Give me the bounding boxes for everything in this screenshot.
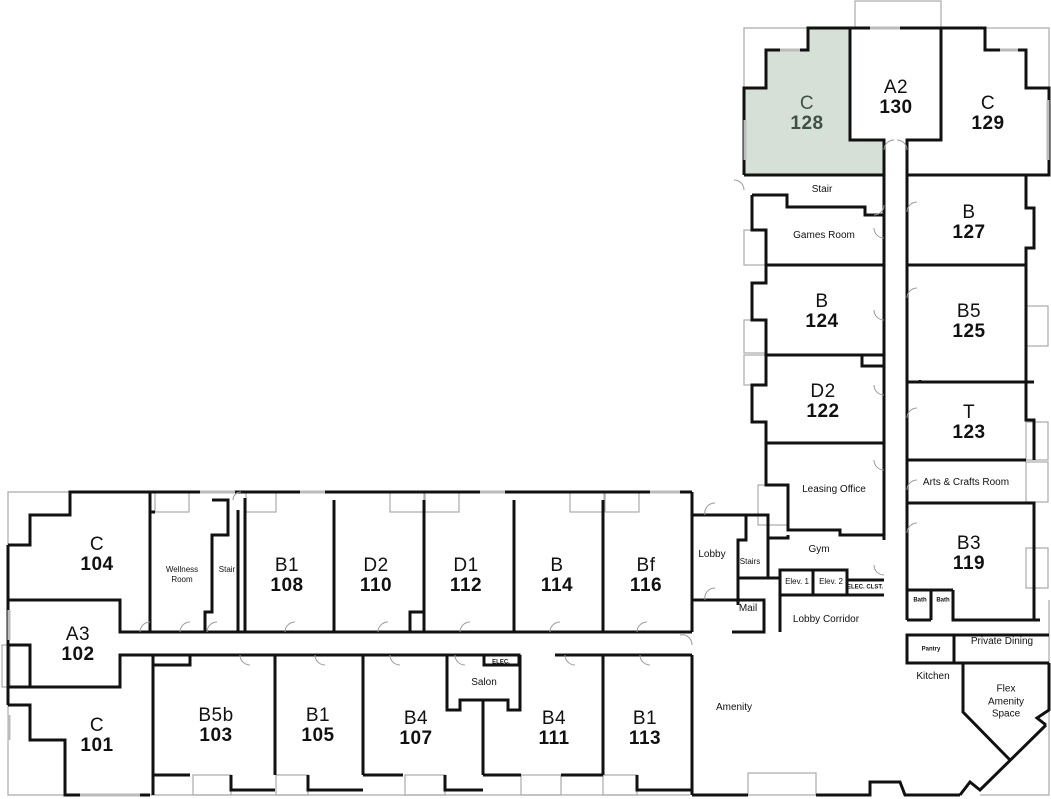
unit-128[interactable]: C 128: [790, 94, 823, 134]
unit-101[interactable]: C 101: [80, 716, 113, 756]
unit-number: 127: [952, 222, 986, 243]
unit-type: C: [89, 715, 105, 737]
amenity-label: Amenity: [715, 701, 753, 713]
unit-103[interactable]: B5b 103: [198, 706, 233, 746]
elevator-1-label: Elev. 1: [785, 577, 809, 586]
bath-1-label: Bath: [913, 597, 927, 604]
unit-type: B1: [274, 555, 300, 577]
arts-crafts-room-label: Arts & Crafts Room: [922, 476, 1010, 488]
unit-130[interactable]: A2 130: [879, 78, 912, 118]
unit-102[interactable]: A3 102: [61, 625, 94, 665]
unit-type: B3: [956, 533, 982, 555]
unit-number: 101: [80, 735, 114, 756]
unit-123[interactable]: T 123: [952, 403, 985, 443]
unit-type: D1: [453, 555, 479, 577]
windows: [7, 26, 1050, 797]
unit-type: D2: [363, 555, 389, 577]
unit-number: 122: [806, 401, 840, 422]
lobby-corridor-label: Lobby Corridor: [792, 613, 860, 625]
stair-north-label: Stair: [811, 183, 833, 195]
unit-type: D2: [810, 381, 836, 403]
bath-2-label: Bath: [936, 597, 950, 604]
unit-107[interactable]: B4 107: [399, 709, 432, 749]
unit-type: A3: [65, 624, 91, 646]
unit-number: 108: [270, 575, 304, 596]
unit-type: B4: [541, 708, 567, 730]
unit-number: 112: [449, 575, 483, 596]
unit-number: 102: [61, 644, 95, 665]
unit-127[interactable]: B 127: [952, 203, 985, 243]
unit-type: B: [550, 555, 564, 577]
unit-116[interactable]: Bf 116: [630, 556, 662, 596]
stair-west-label: Stair: [218, 565, 236, 574]
unit-number: 130: [879, 97, 913, 118]
unit-type: C: [89, 534, 105, 556]
elec-closet-east-label: ELEC. CLST.: [846, 584, 884, 591]
salon-label: Salon: [471, 676, 497, 688]
walls: [6, 26, 1051, 797]
mail-label: Mail: [738, 602, 758, 614]
doors: [139, 139, 918, 666]
games-room-label: Games Room: [793, 229, 855, 241]
unit-number: 125: [952, 321, 986, 342]
unit-type: B5: [956, 301, 982, 323]
unit-type: C: [799, 93, 815, 115]
unit-number: 110: [359, 575, 393, 596]
unit-number: 119: [952, 553, 986, 574]
unit-type: B: [962, 202, 976, 224]
unit-type: B1: [632, 708, 658, 730]
unit-number: 128: [790, 113, 824, 134]
unit-114[interactable]: B 114: [541, 556, 573, 596]
kitchen-label: Kitchen: [916, 670, 950, 682]
unit-number: 103: [199, 725, 233, 746]
elevator-2-label: Elev. 2: [819, 577, 843, 586]
unit-type: B5b: [198, 705, 234, 727]
gym-label: Gym: [808, 543, 830, 555]
unit-type: T: [962, 402, 976, 424]
unit-112[interactable]: D1 112: [450, 556, 482, 596]
unit-125[interactable]: B5 125: [952, 302, 985, 342]
unit-number: 124: [805, 311, 839, 332]
elec-west-label: ELEC.: [492, 659, 510, 666]
unit-122[interactable]: D2 122: [806, 382, 839, 422]
unit-number: 114: [540, 575, 574, 596]
stairs-lobby-label: Stairs: [739, 557, 761, 566]
unit-number: 113: [628, 728, 662, 749]
wellness-room-label: Wellness Room: [165, 565, 199, 584]
unit-119[interactable]: B3 119: [953, 534, 985, 574]
unit-104[interactable]: C 104: [80, 535, 113, 575]
unit-number: 107: [399, 728, 433, 749]
unit-108[interactable]: B1 108: [270, 556, 303, 596]
private-dining-label: Private Dining: [970, 635, 1034, 647]
unit-number: 116: [629, 575, 663, 596]
flex-amenity-space-label: Flex Amenity Space: [987, 683, 1025, 720]
unit-type: B: [815, 291, 829, 313]
unit-111[interactable]: B4 111: [538, 709, 569, 749]
unit-105[interactable]: B1 105: [301, 706, 334, 746]
unit-number: 111: [538, 728, 570, 749]
unit-124[interactable]: B 124: [805, 292, 838, 332]
unit-type: B4: [403, 708, 429, 730]
unit-number: 123: [952, 422, 986, 443]
lobby-label: Lobby: [698, 548, 726, 560]
unit-type: C: [980, 93, 996, 115]
unit-type: Bf: [636, 555, 656, 577]
unit-type: A2: [883, 77, 909, 99]
leasing-office-label: Leasing Office: [802, 483, 866, 495]
unit-number: 104: [80, 554, 114, 575]
unit-number: 105: [301, 725, 335, 746]
unit-number: 129: [971, 113, 1005, 134]
unit-129[interactable]: C 129: [971, 94, 1004, 134]
unit-113[interactable]: B1 113: [629, 709, 661, 749]
unit-type: B1: [305, 705, 331, 727]
unit-110[interactable]: D2 110: [360, 556, 392, 596]
pantry-label: Pantry: [921, 646, 941, 653]
